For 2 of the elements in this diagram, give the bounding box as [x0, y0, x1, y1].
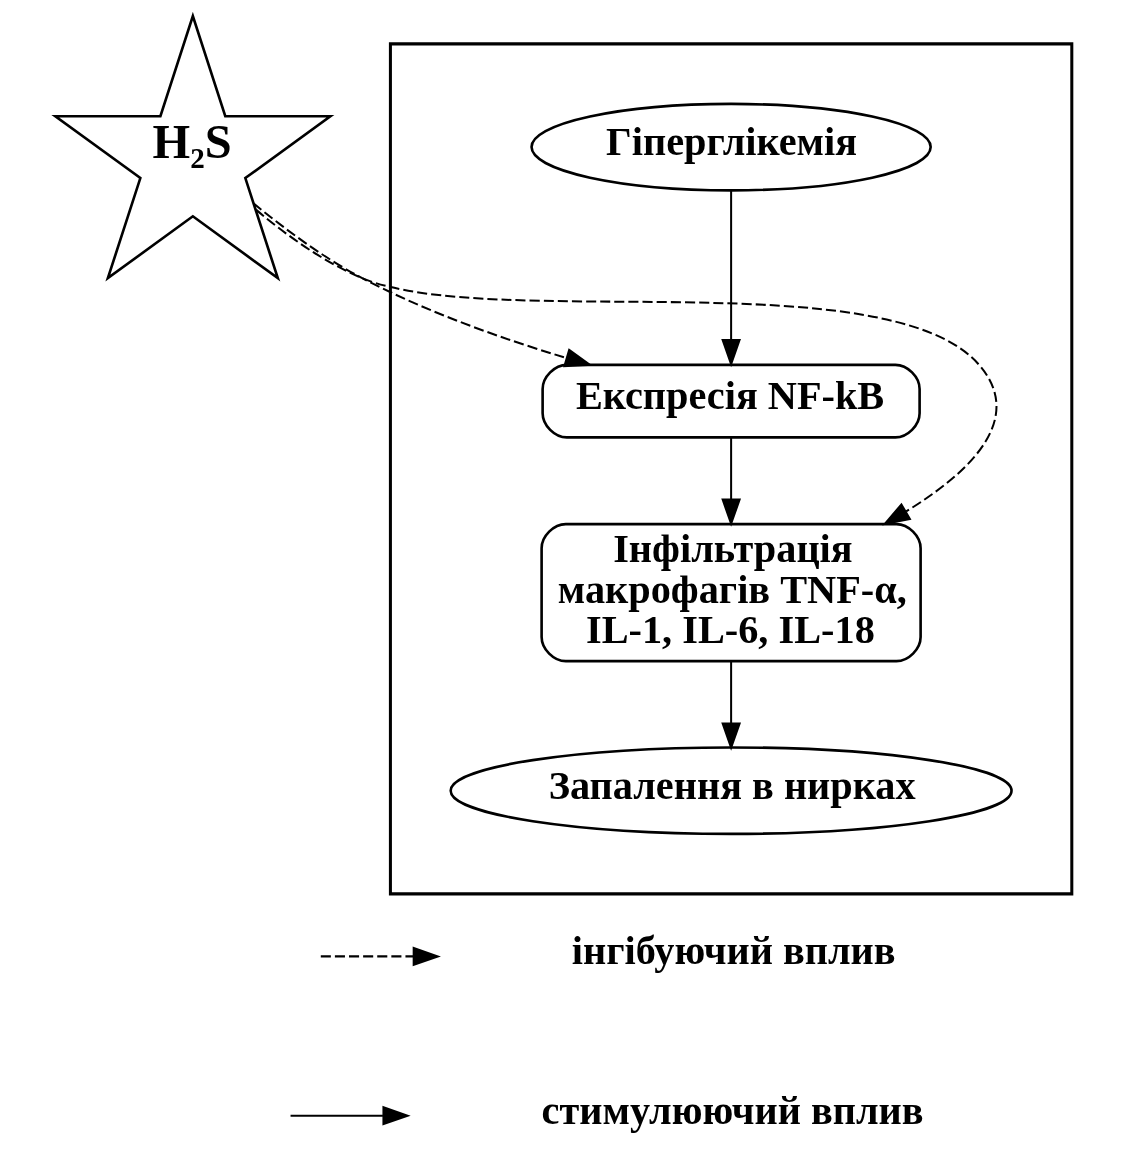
legend-label: стимулюючий вплив [541, 1087, 924, 1133]
legend-label: інгібуючий вплив [571, 928, 896, 974]
